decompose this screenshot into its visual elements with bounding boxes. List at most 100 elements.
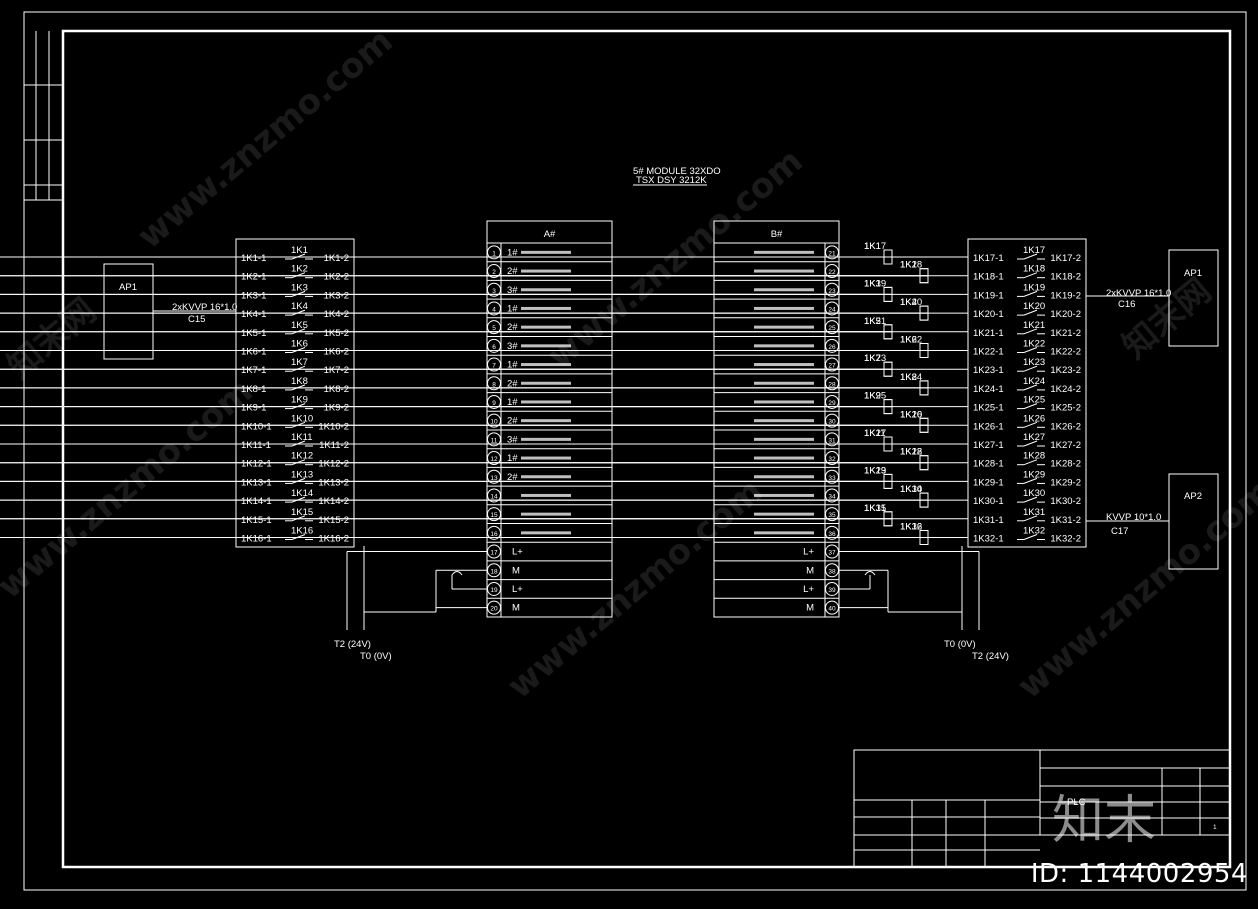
channel-description-text [754,269,814,273]
cabinet-ap1-left [103,263,154,360]
terminal-in-label: 1K6-1 [241,347,266,358]
terminal-out-label: 1K1-2 [324,253,349,264]
terminal-number: 11 [491,437,498,444]
terminal-out-label: 1K26-2 [1050,421,1081,432]
channel-description: 1# [507,360,518,371]
channel-description-text [521,250,571,254]
wire-crossover [451,571,463,576]
terminal-number: 22 [828,269,836,276]
contact-blade [1023,459,1038,466]
module-frame [713,220,840,618]
channel-description-text [754,250,814,254]
power-terminal-label: M [512,603,520,614]
terminal-number: 29 [828,400,836,407]
supply-0v-label: T0 (0V) [944,639,976,650]
contact-label: 1K31 [1023,507,1045,518]
terminal-number: 34 [828,493,836,500]
cable-spec: 2xKVVP 16*1.0 [172,302,237,313]
relay-label: 1K30 [900,484,922,495]
channel-description-text [521,269,571,273]
terminal-in-label: 1K10-1 [241,421,272,432]
terminal-number: 1 [492,250,496,257]
contact-label: 1K7 [291,357,308,368]
terminal-number: 23 [828,288,836,295]
terminal-out-label: 1K3-2 [324,290,349,301]
contact-blade [1023,440,1038,447]
cabinet-name: AP2 [1184,491,1202,502]
module-frame [486,220,613,618]
contact-blade [1023,515,1038,522]
terminal-number: 33 [828,475,836,482]
terminal-number: 16 [490,531,498,538]
channel-description-text [521,325,571,329]
power-terminal-label: L+ [803,547,814,558]
terminal-in-label: 1K17-1 [973,253,1004,264]
relay-label: 1K19 [864,278,886,289]
channel-description-text [754,512,814,516]
channel-description-text [754,344,814,348]
terminal-number: 38 [828,568,836,575]
terminal-in-label: 1K7-1 [241,365,266,376]
cable-number: C15 [188,314,205,325]
svg-text:www.znzmo.com: www.znzmo.com [500,471,770,707]
relay-label: 1K31 [864,503,886,514]
terminal-out-label: 1K4-2 [324,309,349,320]
terminal-in-label: 1K32-1 [973,534,1004,545]
terminal-out-label: 1K19-2 [1050,290,1081,301]
contact-label: 1K15 [291,507,313,518]
channel-description: 2# [507,378,518,389]
wire-crossover [864,571,876,576]
relay-label: 1K20 [900,297,922,308]
channel-description-text [521,363,571,367]
terminal-out-label: 1K13-2 [318,477,349,488]
svg-text:知末网: 知末网 [1115,271,1219,367]
terminal-out-label: 1K14-2 [318,496,349,507]
contact-blade [1023,496,1038,503]
cabinet-ap1-right [1168,249,1219,347]
cable-number: C17 [1111,526,1128,537]
contact-label: 1K22 [1023,339,1045,350]
svg-text:www.znzmo.com: www.znzmo.com [130,21,400,257]
relay-label: 1K32 [900,522,922,533]
relay-label: 1K7 [864,353,881,364]
module-title-1: 5# MODULE 32XDO [633,166,721,177]
supply-24v-label: T2 (24V) [334,639,371,650]
relay-label: 1K12 [900,447,922,458]
channel-description-text [521,437,571,441]
terminal-in-label: 1K26-1 [973,421,1004,432]
terminal-in-label: 1K11-1 [241,440,271,451]
contact-label: 1K21 [1023,320,1045,331]
channel-description-text [754,475,814,479]
power-terminal-label: M [512,565,520,576]
contact-label: 1K2 [291,264,308,275]
terminal-out-label: 1K17-2 [1050,253,1081,264]
contact-label: 1K17 [1023,245,1045,256]
terminal-in-label: 1K5-1 [241,328,266,339]
contact-blade [1023,403,1038,410]
contact-blade [1023,421,1038,428]
channel-description-text [754,363,814,367]
channel-description-text [521,456,571,460]
terminal-number: 37 [828,550,836,557]
terminal-in-label: 1K15-1 [241,515,272,526]
terminal-in-label: 1K16-1 [241,534,272,545]
terminal-number: 39 [828,587,836,594]
module-header: B# [771,229,783,240]
module-title-2: TSX DSY 3212K [636,175,707,186]
terminal-number: 30 [828,419,836,426]
channel-description-text [754,288,814,292]
watermarks: www.znzmo.com www.znzmo.com www.znzmo.co… [0,21,1258,707]
terminal-in-label: 1K4-1 [241,309,266,320]
cabinet-name: AP1 [119,282,137,293]
channel-description-text [754,437,814,441]
relay-label: 1K23 [864,353,886,364]
contact-label: 1K6 [291,339,308,350]
terminal-in-label: 1K27-1 [973,440,1004,451]
terminal-out-label: 1K8-2 [324,384,349,395]
relay-label: 1K24 [900,372,922,383]
channel-description: 2# [507,416,518,427]
contact-label: 1K12 [291,451,313,462]
cabinet-name: AP1 [1184,268,1202,279]
power-terminal-label: L+ [512,547,523,558]
